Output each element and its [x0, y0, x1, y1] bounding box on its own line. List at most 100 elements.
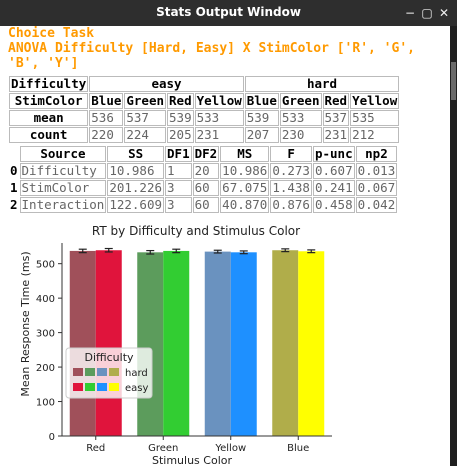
y-tick-label: 300: [36, 329, 55, 340]
y-tick-label: 0: [49, 432, 55, 443]
bar-hard-blue: [272, 250, 299, 436]
anova-description: ANOVA Difficulty [Hard, Easy] X StimColo…: [8, 41, 423, 71]
table-cell: 10.986: [220, 163, 270, 179]
row-index: 1: [10, 180, 18, 195]
legend-swatch-hard: [109, 368, 119, 376]
column-header: Green: [124, 93, 167, 109]
row-label: count: [9, 127, 89, 143]
table-cell: 0.607: [312, 163, 355, 179]
legend-swatch-easy: [97, 383, 107, 391]
table-cell: 3: [165, 197, 192, 213]
minimize-button[interactable]: −: [404, 6, 416, 20]
column-header: Blue: [89, 93, 124, 109]
table-cell: 10.986: [107, 163, 165, 179]
legend: Difficulty hard easy: [65, 347, 153, 399]
task-name: Choice Task: [8, 26, 95, 41]
table-cell: 0.273: [270, 163, 312, 179]
table-cell: 230: [279, 127, 322, 143]
legend-swatch-hard: [73, 368, 83, 376]
table-cell: 536: [89, 110, 124, 126]
x-tick-label: Blue: [287, 443, 309, 454]
x-axis: Red Green Yellow Blue: [62, 435, 332, 454]
legend-swatch-hard: [97, 368, 107, 376]
table-cell: 0.458: [312, 197, 355, 213]
legend-label-easy: easy: [125, 383, 148, 394]
table-cell: 220: [89, 127, 124, 143]
group-header-hard: hard: [244, 76, 400, 92]
legend-swatch-easy: [73, 383, 83, 391]
table-row: 1 StimColor 201.226 3 60 67.075 1.438 0.…: [9, 180, 398, 196]
table-row: 2 Interaction 122.609 3 60 40.870 0.876 …: [9, 197, 398, 213]
x-axis-label: Stimulus Color: [152, 454, 232, 466]
table-cell: 224: [124, 127, 167, 143]
table-cell: 539: [167, 110, 194, 126]
table-cell: 0.876: [270, 197, 312, 213]
table-row: count 220 224 205 231 207 230 231 212: [9, 127, 400, 143]
table-cell: 20: [192, 163, 220, 179]
column-header: F: [270, 146, 312, 162]
y-tick-label: 500: [36, 260, 55, 271]
table-cell: Difficulty: [19, 163, 107, 179]
column-header: Source: [19, 146, 107, 162]
table-row: StimColor Blue Green Red Yellow Blue Gre…: [9, 93, 400, 109]
legend-title: Difficulty: [84, 351, 134, 364]
column-header: Red: [322, 93, 350, 109]
table-cell: 60: [192, 197, 220, 213]
bar-easy-green: [163, 250, 190, 436]
table-row: Difficulty easy hard: [9, 76, 400, 92]
y-tick-label: 100: [36, 398, 55, 409]
table-row: mean 536 537 539 533 539 533 537 535: [9, 110, 400, 126]
anova-table: Source SS DF1 DF2 MS F p-unc np2 0 Diffi…: [8, 145, 398, 214]
table-cell: 60: [192, 180, 220, 196]
table-cell: 0.067: [355, 180, 398, 196]
maximize-button[interactable]: ▢: [421, 6, 433, 20]
x-tick-label: Yellow: [214, 443, 246, 454]
bar-easy-blue: [298, 251, 325, 436]
column-header: DF1: [165, 146, 192, 162]
close-button[interactable]: ✕: [438, 6, 450, 20]
column-header: Yellow: [194, 93, 244, 109]
output-header: Choice Task ANOVA Difficulty [Hard, Easy…: [4, 26, 450, 71]
table-cell: 533: [279, 110, 322, 126]
row-label: Difficulty: [9, 76, 89, 92]
column-header: p-unc: [312, 146, 355, 162]
legend-swatch-hard: [85, 368, 95, 376]
row-index: 2: [10, 197, 18, 212]
table-row: Source SS DF1 DF2 MS F p-unc np2: [9, 146, 398, 162]
table-row: 0 Difficulty 10.986 1 20 10.986 0.273 0.…: [9, 163, 398, 179]
table-cell: 207: [244, 127, 279, 143]
column-header: Red: [167, 93, 194, 109]
table-cell: 212: [350, 127, 400, 143]
table-cell: 533: [194, 110, 244, 126]
title-bar[interactable]: Stats Output Window − ▢ ✕: [0, 0, 457, 26]
table-cell: 3: [165, 180, 192, 196]
row-label: StimColor: [9, 93, 89, 109]
window-title: Stats Output Window: [156, 5, 301, 19]
table-cell: 537: [322, 110, 350, 126]
table-cell: Interaction: [19, 197, 107, 213]
y-tick-label: 400: [36, 294, 55, 305]
x-tick-label: Red: [86, 443, 105, 454]
x-tick-label: Green: [148, 443, 178, 454]
table-cell: 0.013: [355, 163, 398, 179]
row-index: 0: [10, 163, 18, 178]
column-header: MS: [220, 146, 270, 162]
output-content: Choice Task ANOVA Difficulty [Hard, Easy…: [4, 26, 450, 466]
table-cell: 67.075: [220, 180, 270, 196]
table-cell: 231: [194, 127, 244, 143]
bar-hard-yellow: [204, 251, 231, 436]
scrollbar-thumb[interactable]: [451, 62, 456, 100]
column-header: np2: [355, 146, 398, 162]
vertical-scrollbar[interactable]: [450, 26, 457, 466]
column-header: Yellow: [350, 93, 400, 109]
table-cell: 205: [167, 127, 194, 143]
column-header: Green: [279, 93, 322, 109]
column-header: DF2: [192, 146, 220, 162]
group-header-easy: easy: [89, 76, 244, 92]
table-cell: 535: [350, 110, 400, 126]
table-cell: 231: [322, 127, 350, 143]
chart-title: RT by Difficulty and Stimulus Color: [92, 224, 300, 238]
index-header: [9, 146, 19, 162]
table-cell: 201.226: [107, 180, 165, 196]
